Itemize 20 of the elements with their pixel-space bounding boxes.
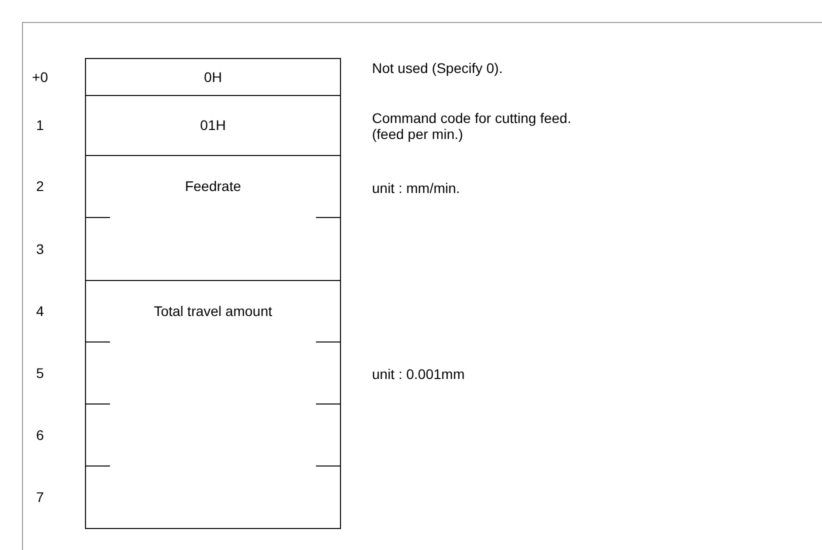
- register-row: [85, 280, 341, 529]
- field-name: Total travel amount: [152, 303, 274, 319]
- description-text: Not used (Specify 0).: [372, 60, 504, 76]
- byte-offset: 3: [35, 240, 45, 257]
- byte-offset: 7: [35, 489, 45, 505]
- byte-offset: +0: [31, 68, 49, 84]
- description-text: Command code for cutting feed. (feed per min.): [372, 110, 572, 142]
- byte-offset: 4: [35, 303, 45, 319]
- field-name: 01H: [199, 117, 227, 133]
- byte-offset: 1: [35, 117, 45, 133]
- register-row: [85, 95, 341, 156]
- byte-offset: 5: [35, 365, 45, 381]
- field-name: 0H: [203, 68, 223, 84]
- register-row: [85, 58, 341, 96]
- byte-offset: 2: [35, 178, 45, 194]
- field-name: Feedrate: [184, 178, 242, 194]
- register-row: [85, 155, 341, 281]
- description-text: unit : mm/min.: [372, 180, 461, 196]
- byte-offset: 6: [35, 427, 45, 443]
- description-text: unit : 0.001mm: [372, 366, 466, 382]
